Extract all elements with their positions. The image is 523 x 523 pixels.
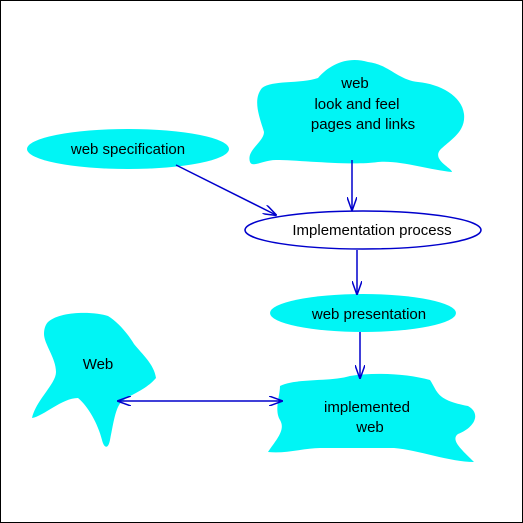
node-implemented-web: implemented web [268, 373, 476, 462]
blob-shape [32, 312, 156, 447]
node-web-specification: web specification [27, 129, 229, 169]
label-web-presentation: web presentation [311, 306, 426, 323]
node-web: Web [32, 312, 156, 447]
ellipse-shape [270, 294, 456, 332]
arrow-specification-to-process [175, 164, 276, 215]
cloud-shape [268, 373, 476, 462]
label-web-specification: web specification [70, 141, 185, 158]
label-web-left: Web [83, 356, 114, 373]
label-look-and-feel: look and feel [314, 96, 399, 113]
label-implemented: implemented [324, 399, 410, 416]
label-implementation-process: Implementation process [292, 222, 451, 239]
node-implementation-process: Implementation process [244, 210, 482, 250]
ellipse-shape [27, 129, 229, 169]
label-web-bottom: web [355, 419, 384, 436]
node-web-look-and-feel: web look and feel pages and links [249, 59, 465, 172]
node-web-presentation: web presentation [270, 294, 456, 332]
label-web: web [340, 75, 369, 92]
cloud-shape [249, 59, 465, 172]
label-pages-and-links: pages and links [311, 116, 415, 133]
ellipse-outline [244, 210, 482, 250]
